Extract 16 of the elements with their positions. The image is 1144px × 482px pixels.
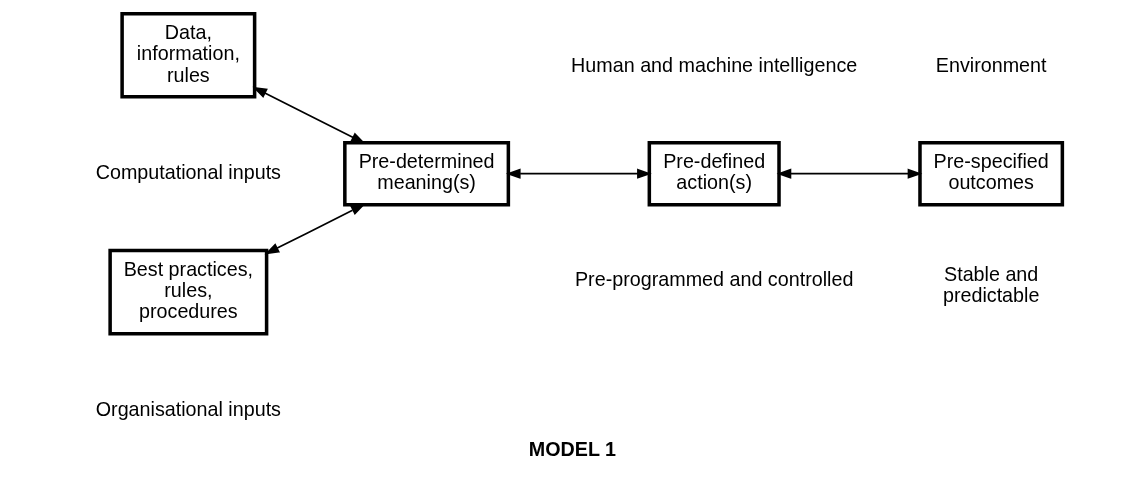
node-box: Pre-defined action(s) [647,140,781,207]
node-box: Pre-specified outcomes [917,140,1064,207]
label: Computational inputs [95,160,281,183]
node-box: Data, information, rules [119,11,256,99]
arrow [505,168,652,179]
label: Organisational inputs [95,397,281,420]
node-box: Best practices, rules, procedures [107,248,268,336]
label: Human and machine intelligence [570,53,857,76]
node-box: Pre-determined meaning(s) [342,140,510,207]
caption: MODEL 1 [528,437,616,460]
arrow [251,86,366,144]
label: Stable and predictable [942,263,1039,307]
label: Pre-programmed and controlled [574,268,853,291]
arrow [264,203,365,255]
arrow [776,168,922,179]
label: Environment [935,53,1047,76]
